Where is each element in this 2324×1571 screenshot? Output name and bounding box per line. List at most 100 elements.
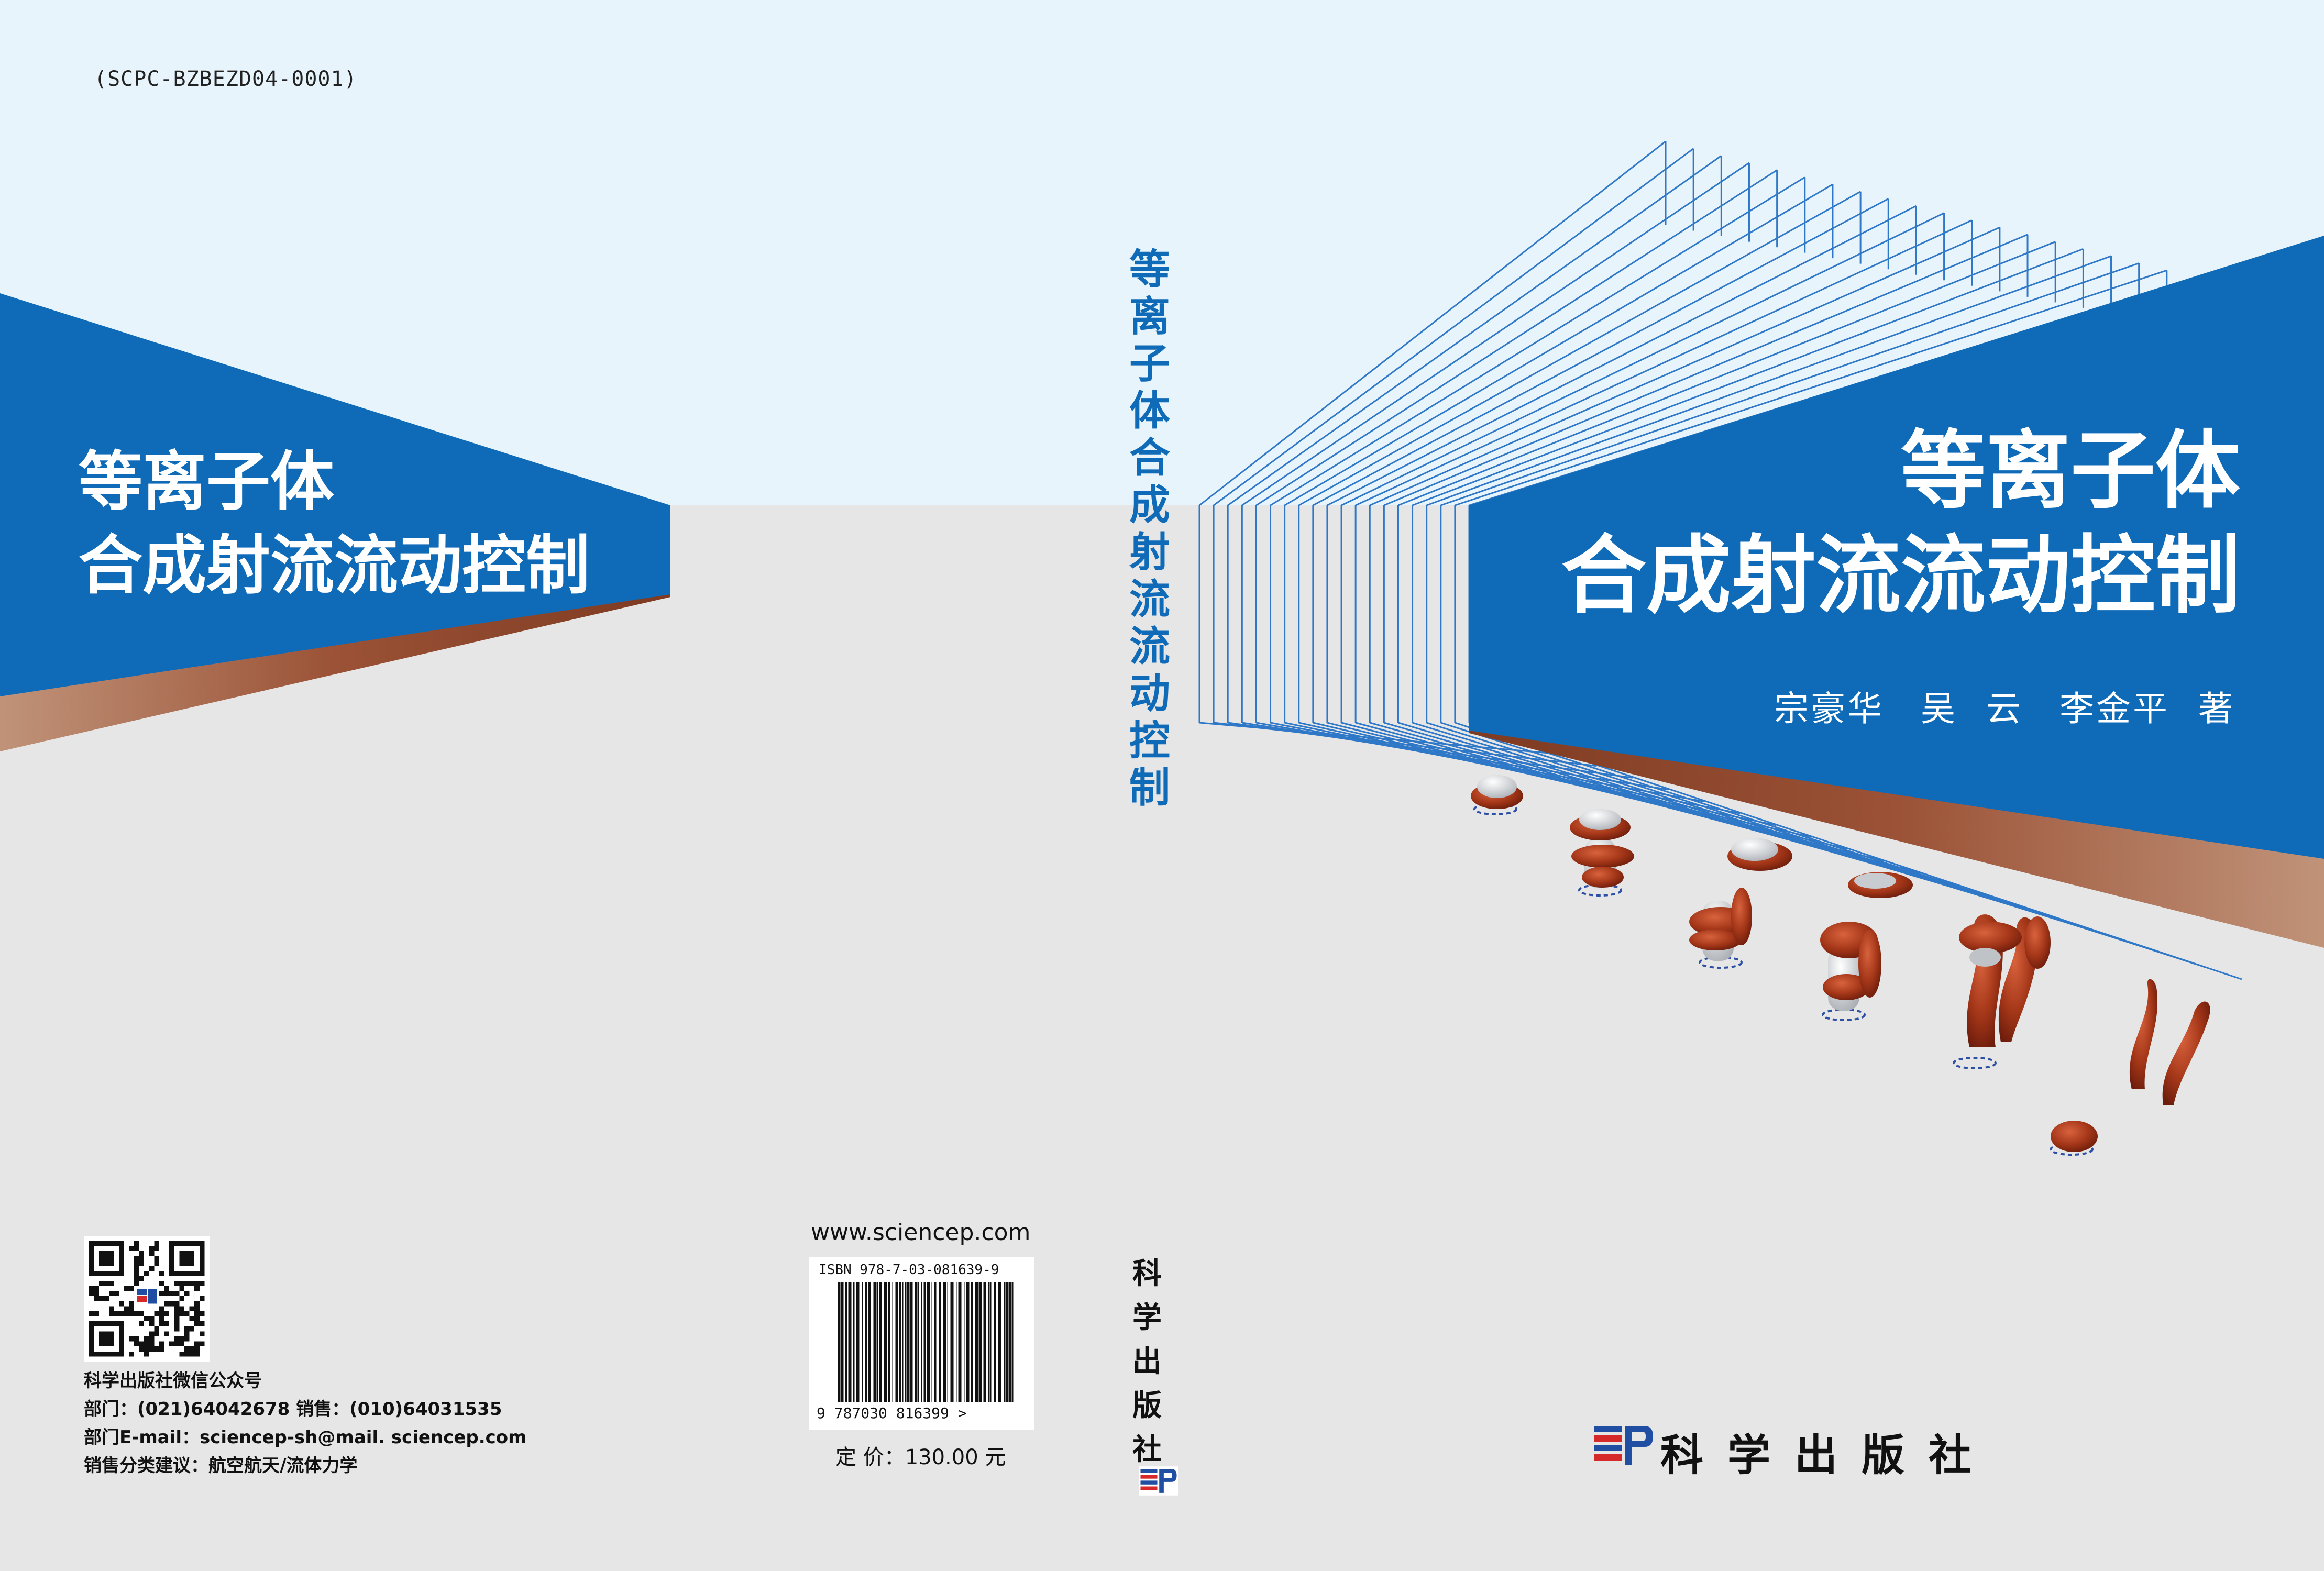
barcode-bar — [840, 1282, 844, 1402]
qr-module — [199, 1341, 205, 1347]
qr-module — [159, 1291, 164, 1297]
qr-module — [179, 1281, 184, 1286]
qr-module — [139, 1261, 145, 1266]
back-cover-title: 等离子体 合成射流流动控制 — [79, 440, 590, 607]
qr-module — [194, 1286, 200, 1291]
qr-module — [179, 1251, 195, 1266]
perspective-line — [1412, 248, 2084, 506]
isbn-text: ISBN 978-7-03-081639-9 — [819, 1262, 999, 1278]
barcode-bar — [927, 1282, 930, 1402]
barcode-bar — [907, 1282, 909, 1402]
qr-module — [139, 1256, 145, 1261]
qr-module — [194, 1321, 200, 1326]
qr-module — [134, 1341, 139, 1347]
barcode-bar — [888, 1282, 890, 1402]
spine-title: 等离子体合成射流流动控制 — [1129, 246, 1170, 812]
perspective-line — [1199, 140, 1666, 506]
qr-module — [154, 1311, 159, 1316]
perspective-line — [1426, 255, 2112, 506]
info-line: 销售分类建议：航空航天/流体力学 — [84, 1455, 358, 1476]
qr-module — [179, 1336, 184, 1342]
qr-module — [149, 1246, 155, 1251]
qr-module — [134, 1311, 139, 1316]
qr-module — [189, 1346, 195, 1352]
barcode-bar — [939, 1282, 941, 1402]
barcode-bar — [988, 1282, 989, 1402]
qr-module — [134, 1271, 139, 1276]
qr-module — [159, 1281, 164, 1286]
qr-module — [134, 1256, 139, 1261]
qr-module — [139, 1276, 145, 1281]
barcode-bar — [1011, 1282, 1014, 1402]
front-cover-title: 等离子体 合成射流流动控制 — [1561, 419, 2240, 628]
qr-module — [129, 1246, 134, 1251]
qr-module — [179, 1286, 184, 1291]
qr-module — [129, 1351, 134, 1357]
qr-module — [109, 1281, 114, 1286]
qr-module — [129, 1301, 134, 1307]
qr-module — [94, 1296, 99, 1301]
qr-module — [94, 1286, 99, 1291]
vortex-4 — [1820, 872, 1913, 1021]
info-line: 科学出版社微信公众号 — [84, 1370, 262, 1391]
qr-module — [98, 1296, 104, 1301]
perspective-line — [1383, 234, 2028, 506]
qr-module — [134, 1266, 139, 1271]
qr-module — [149, 1346, 155, 1352]
catalog-code: (SCPC-BZBEZD04-0001) — [94, 67, 357, 91]
qr-module — [189, 1281, 195, 1286]
qr-module — [184, 1311, 190, 1316]
barcode-bar — [1004, 1282, 1005, 1402]
qr-module — [199, 1311, 205, 1316]
barcode-bar — [884, 1282, 887, 1402]
qr-module — [109, 1291, 114, 1297]
qr-module — [154, 1346, 159, 1352]
barcode-bar — [947, 1282, 948, 1402]
qr-module — [159, 1321, 164, 1326]
qr-module — [164, 1321, 170, 1326]
front-copper-stripe — [1469, 731, 2324, 948]
qr-module — [174, 1291, 180, 1297]
qr-module — [94, 1311, 99, 1316]
barcode-bar — [915, 1282, 918, 1402]
qr-module — [119, 1311, 124, 1316]
qr-module — [149, 1266, 155, 1271]
barcode-bar — [971, 1282, 973, 1402]
qr-module — [199, 1331, 205, 1336]
qr-module — [129, 1286, 134, 1291]
barcode-bar — [934, 1282, 937, 1402]
qr-module — [129, 1311, 134, 1316]
qr-module — [199, 1321, 205, 1326]
qr-module — [154, 1261, 159, 1266]
qr-module — [98, 1281, 104, 1286]
qr-module — [174, 1321, 180, 1326]
perspective-line — [1440, 262, 2140, 506]
qr-module — [194, 1351, 200, 1357]
info-line: 部门E-mail：sciencep-sh@mail. sciencep.com — [84, 1427, 527, 1448]
perspective-line — [1313, 198, 1889, 506]
qr-module — [154, 1331, 159, 1336]
front-blue-band — [1469, 236, 2324, 859]
perspective-line — [1270, 176, 1805, 506]
qr-module — [149, 1316, 155, 1322]
front-title-line1: 等离子体 — [1901, 422, 2240, 521]
qr-module — [184, 1336, 190, 1342]
qr-module — [189, 1351, 195, 1357]
back-blue-band — [0, 293, 670, 696]
qr-module — [144, 1316, 149, 1322]
barcode-bar — [923, 1282, 926, 1402]
qr-module — [174, 1306, 180, 1311]
qr-module — [129, 1336, 134, 1342]
qr-module — [179, 1296, 184, 1301]
perspective-line — [1284, 183, 1833, 506]
qr-module — [104, 1296, 109, 1301]
qr-module — [149, 1336, 155, 1342]
barcode-bar — [905, 1282, 907, 1402]
qr-module — [174, 1326, 180, 1332]
qr-module — [194, 1316, 200, 1322]
qr-module — [174, 1281, 180, 1286]
qr-module — [164, 1291, 170, 1297]
authors: 宗豪华 吴 云 李金平 著 — [1774, 689, 2235, 729]
qr-module — [159, 1311, 164, 1316]
qr-module — [169, 1291, 174, 1297]
